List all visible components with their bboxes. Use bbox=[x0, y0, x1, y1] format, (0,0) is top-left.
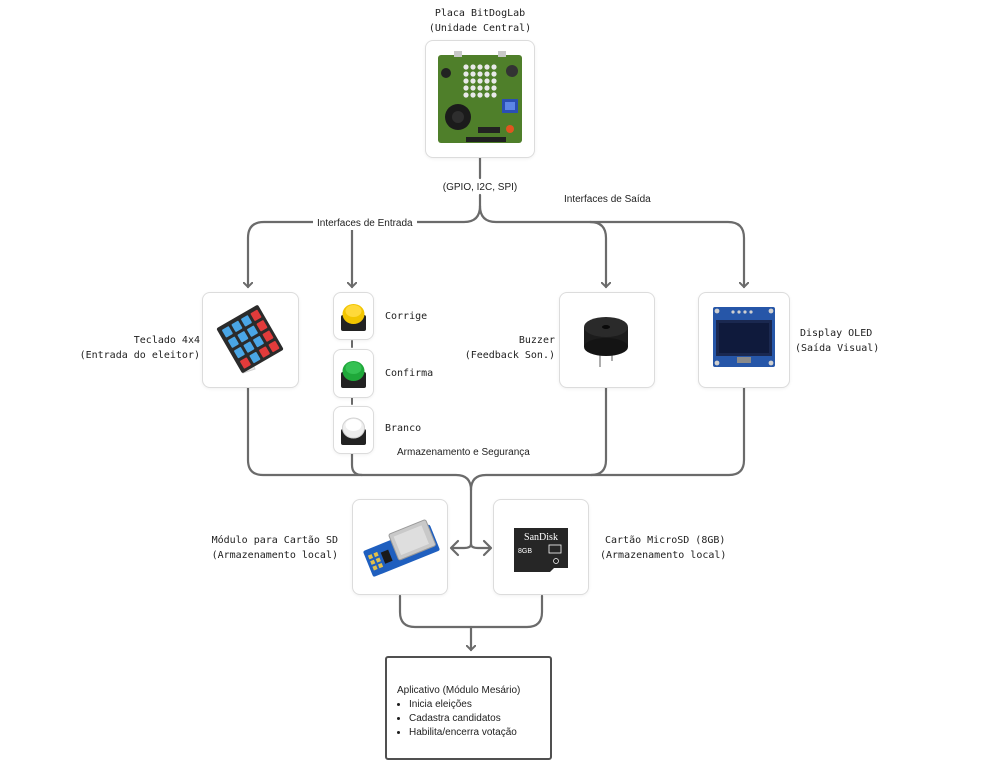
central-title: Placa BitDogLab bbox=[434, 8, 526, 19]
app-feature-list: Inicia eleições Cadastra candidatos Habi… bbox=[387, 698, 517, 740]
microsd-image: SanDisk 8GB bbox=[514, 528, 568, 572]
white-button-icon bbox=[341, 417, 366, 445]
return-display bbox=[589, 386, 746, 477]
microsd-card: SanDisk 8GB bbox=[493, 499, 589, 595]
buzzer-image bbox=[584, 317, 628, 367]
input-interfaces-label: Interfaces de Entrada bbox=[313, 217, 417, 230]
return-buttons bbox=[350, 451, 364, 477]
sd-module-card bbox=[352, 499, 448, 595]
button-card-corrige bbox=[333, 292, 374, 340]
microsd-subtitle: (Armazenamento local) bbox=[600, 550, 727, 561]
sd-module-title: Módulo para Cartão SD bbox=[211, 535, 338, 546]
oled-display-image bbox=[713, 307, 775, 367]
branch-keypad bbox=[248, 204, 482, 287]
arrow-to-microsd bbox=[469, 542, 492, 550]
branch-output bbox=[478, 204, 744, 287]
button-label-corrige: Corrige bbox=[385, 311, 428, 322]
bus-label: (GPIO, I2C, SPI) bbox=[442, 182, 518, 193]
button-card-confirma bbox=[333, 349, 374, 398]
app-module-box: Aplicativo (Módulo Mesário) Inicia eleiç… bbox=[385, 656, 552, 760]
app-title: Aplicativo (Módulo Mesário) bbox=[397, 685, 521, 696]
app-feature-item: Cadastra candidatos bbox=[409, 712, 517, 726]
bitdoglab-board-image bbox=[438, 51, 522, 143]
sd-module-subtitle: (Armazenamento local) bbox=[211, 550, 338, 561]
keypad-card bbox=[202, 292, 299, 388]
button-card-branco bbox=[333, 406, 374, 454]
button-label-branco: Branco bbox=[385, 423, 422, 434]
keypad-title: Teclado 4x4 bbox=[133, 335, 200, 346]
display-title: Display OLED bbox=[800, 328, 873, 339]
sd-module-image bbox=[363, 519, 440, 577]
buzzer-card bbox=[559, 292, 655, 388]
buzzer-title: Buzzer bbox=[518, 335, 555, 346]
green-button-icon bbox=[341, 361, 366, 388]
display-subtitle: (Saída Visual) bbox=[795, 343, 880, 354]
microsd-brand-text: SanDisk bbox=[524, 532, 558, 543]
keypad-subtitle: (Entrada do eleitor) bbox=[79, 350, 200, 361]
app-feature-item: Habilita/encerra votação bbox=[409, 726, 517, 740]
output-interfaces-label: Interfaces de Saída bbox=[564, 194, 651, 205]
branch-buzzer bbox=[588, 220, 606, 287]
return-buzzer bbox=[469, 386, 608, 492]
storage-security-label: Armazenamento e Segurança bbox=[397, 447, 530, 458]
microsd-title: Cartão MicroSD (8GB) bbox=[605, 535, 726, 546]
display-card bbox=[698, 292, 790, 388]
microsd-capacity-text: 8GB bbox=[518, 548, 532, 555]
central-board-card bbox=[425, 40, 535, 158]
app-feature-item: Inicia eleições bbox=[409, 698, 517, 712]
central-subtitle: (Unidade Central) bbox=[428, 23, 532, 34]
buzzer-subtitle: (Feedback Son.) bbox=[464, 350, 555, 361]
keypad-image bbox=[216, 305, 284, 374]
button-label-confirma: Confirma bbox=[385, 368, 434, 379]
storage-to-app bbox=[398, 594, 544, 629]
yellow-button-icon bbox=[341, 304, 366, 331]
